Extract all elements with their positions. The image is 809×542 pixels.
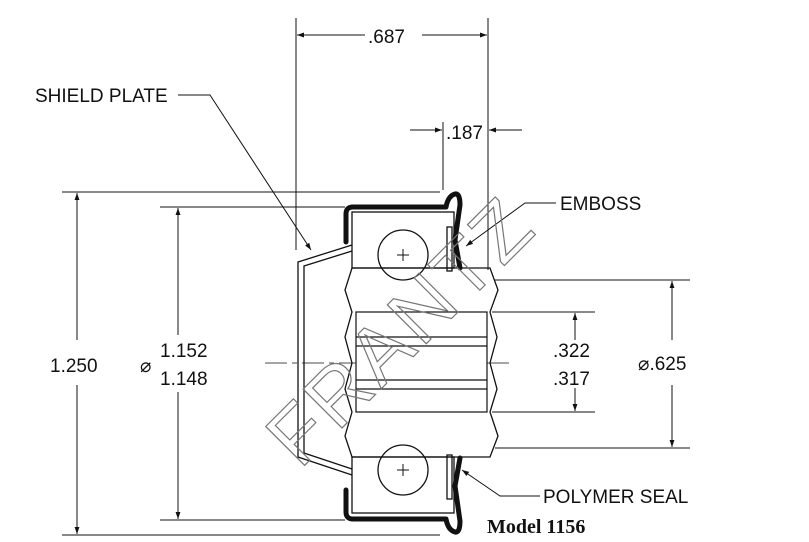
dim-hex-min: .317 (553, 369, 590, 390)
dim-cup-dia-max: 1.152 (160, 341, 208, 362)
dim-overall-width: .687 (368, 27, 405, 48)
dim-outer-height: 1.250 (50, 356, 98, 377)
dim-hex-max: .322 (553, 341, 590, 362)
model-label: Model 1156 (487, 516, 585, 538)
label-shield-plate: SHIELD PLATE (35, 86, 168, 107)
label-emboss: EMBOSS (560, 194, 641, 215)
dim-inner-dia: ⌀.625 (638, 354, 686, 375)
label-polymer-seal: POLYMER SEAL (543, 487, 688, 508)
dimension-lines (74, 32, 675, 534)
diameter-symbol: ⌀ (140, 356, 151, 377)
extension-lines (62, 18, 690, 536)
dim-offset-width: .187 (446, 123, 483, 144)
bearing-cross-section (297, 191, 499, 535)
dim-cup-dia-min: 1.148 (160, 369, 208, 390)
leaders (178, 94, 556, 497)
